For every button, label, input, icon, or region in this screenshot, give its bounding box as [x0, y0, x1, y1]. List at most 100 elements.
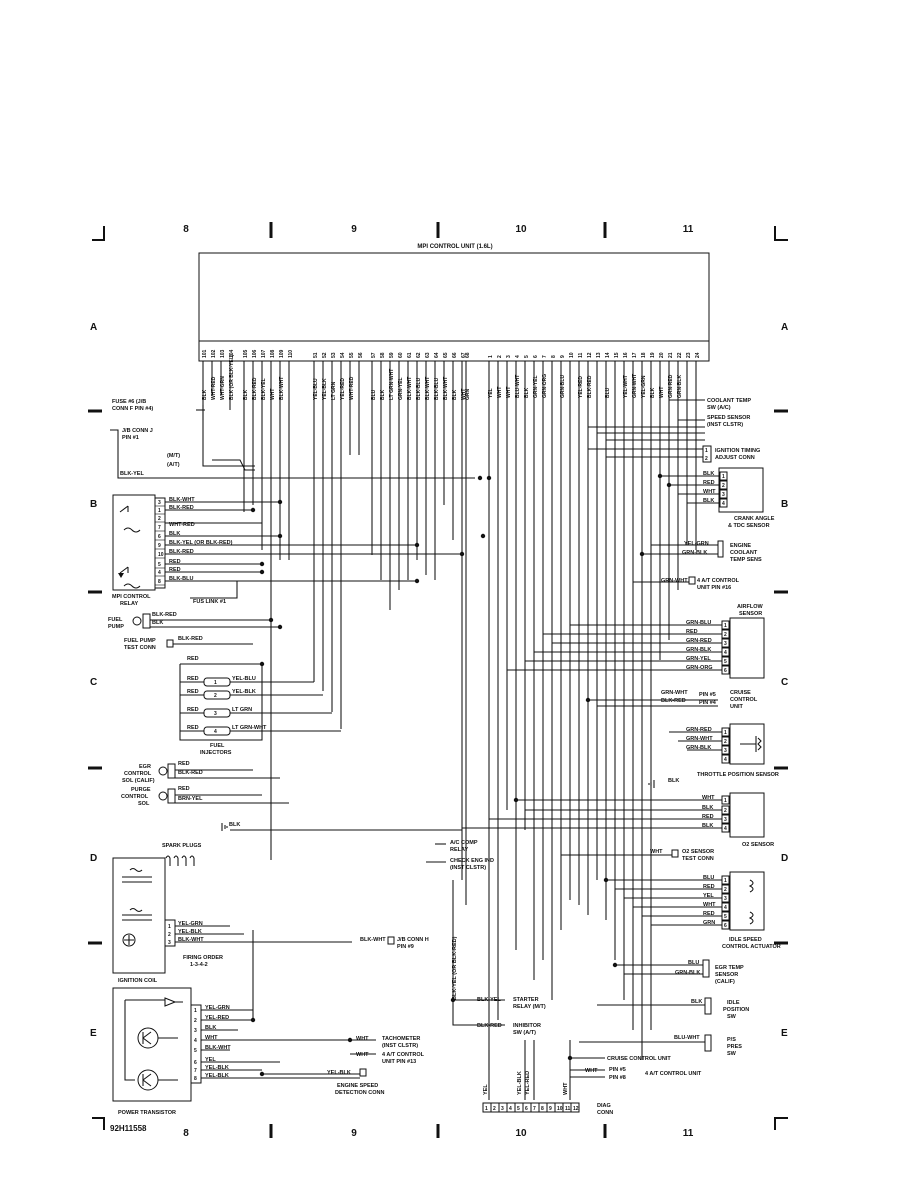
tps-pin-number: 3: [724, 748, 727, 754]
ac-comp-label: A/C COMP: [450, 840, 478, 846]
tps-wire-label: GRN-BLK: [686, 745, 711, 751]
injector-icon: [203, 690, 231, 700]
coolant-sens-label: ENGINE: [730, 543, 751, 549]
ecu-wire-label: BLK-WHT: [443, 377, 449, 400]
wire: [212, 459, 255, 471]
ecu-pin-number: 21: [668, 352, 674, 358]
egr-temp-label: EGR TEMP: [715, 965, 744, 971]
airflow-label: SENSOR: [739, 611, 762, 617]
ecu-pin-number: 101: [202, 349, 208, 358]
mt-label: (M/T): [167, 453, 180, 459]
ecu-pin-number: 23: [686, 352, 692, 358]
splice-dot: [259, 561, 265, 567]
fuel-pump-test-conn: [166, 639, 174, 648]
airflow-pin-cell: [721, 638, 730, 648]
ecu-pin-number: 2: [497, 355, 503, 358]
speed-sensor-label: (INST CLSTR): [707, 422, 743, 428]
fus-link-label: FUS LINK #1: [193, 599, 226, 605]
relay-pin-number: 3: [158, 500, 161, 506]
fuel-pump-wire: BLK-RED: [152, 612, 177, 618]
injector-signal-label: YEL-BLK: [232, 689, 256, 695]
tps-pin-number: 1: [724, 730, 727, 736]
row-label: D: [90, 853, 97, 864]
airflow-pin-cell: [721, 629, 730, 639]
at-label: (A/T): [167, 462, 180, 468]
sensor-icon: [740, 736, 762, 752]
coolant-temp-sw-label: SW (A/C): [707, 405, 731, 411]
diag-pin-number: 2: [493, 1106, 496, 1112]
pt-pin-number: 1: [194, 1008, 197, 1014]
row-label: C: [90, 677, 97, 688]
idle-pos-wire: BLK: [691, 999, 702, 1005]
idle-pos-label: SW: [727, 1014, 737, 1020]
ecu-pin-number: 62: [416, 352, 422, 358]
ps-wire: BLU-WHT: [674, 1035, 700, 1041]
idle-pos-switch: [704, 997, 712, 1015]
ecu-pin-number: 60: [398, 352, 404, 358]
row-label: A: [781, 322, 788, 333]
ac-comp-label: RELAY: [450, 847, 468, 853]
ecu-pin-number: 11: [578, 352, 584, 358]
ecu-pin-number: 65: [443, 352, 449, 358]
coil-pin-number: 3: [168, 940, 171, 946]
tps-wire-label: GRN-RED: [686, 727, 712, 733]
o2-pin-number: 2: [724, 808, 727, 814]
row-label: D: [781, 853, 788, 864]
o2-pin-number: 1: [724, 798, 727, 804]
relay-pin-number: 7: [158, 525, 161, 531]
pt-wire-label: WHT: [205, 1035, 218, 1041]
diag-pin-number: 6: [525, 1106, 528, 1112]
col-label: 8: [183, 224, 189, 235]
injector-signal-label: LT GRN: [232, 707, 252, 713]
airflow-wire-label: GRN-BLU: [686, 620, 711, 626]
at-pin16-wire: GRN-WHT: [661, 578, 688, 584]
diag-pin-number: 12: [573, 1106, 579, 1112]
crank-wire-label: WHT: [703, 489, 716, 495]
fuse-6-label: CONN F PIN #4): [112, 406, 153, 412]
ignition-coil-label: IGNITION COIL: [118, 978, 158, 984]
diag-pin-number: 9: [549, 1106, 552, 1112]
crank-pin-number: 3: [722, 492, 725, 498]
ecu-pin-number: 22: [677, 352, 683, 358]
relay-pin-number: 1: [158, 508, 161, 514]
ecu-pin-number: 56: [358, 352, 364, 358]
ecu-wire-label: BLK-WHT: [425, 377, 431, 400]
injector-feed-label: RED: [187, 725, 199, 731]
isc-wire-label: GRN: [703, 920, 715, 926]
splice-dot: [666, 482, 672, 488]
pt-pin-number: 4: [194, 1038, 197, 1044]
ecu-wire-label: GRN-RED: [668, 374, 674, 398]
ecu-wire-label: YEL-WHT: [623, 375, 629, 398]
ecu-wire-label: YEL-BLK: [322, 378, 328, 400]
ecu-pin-number: 106: [252, 349, 258, 358]
col-label: 11: [683, 1128, 694, 1139]
col-label: 10: [515, 224, 527, 235]
ecu-pin-number: 63: [425, 352, 431, 358]
ecu-wire-label: LT GRN-WHT: [389, 369, 395, 400]
splice-dot: [612, 962, 618, 968]
relay-wire-label: BLK-YEL (OR BLK-RED): [169, 540, 233, 546]
tps-pin-number: 2: [724, 739, 727, 745]
diag-pin-number: 10: [557, 1106, 563, 1112]
egr-sol-label: EGR: [139, 764, 151, 770]
pt-wire-label: YEL: [205, 1057, 216, 1063]
ecu-wire-label: WHT: [270, 389, 276, 400]
ecu-pin-number: 17: [632, 352, 638, 358]
row-label: E: [781, 1028, 788, 1039]
ecu-pin-number: 103: [220, 349, 226, 358]
splice-dot: [480, 533, 486, 539]
ecu-box: [198, 252, 710, 342]
coil-icon: [748, 879, 754, 925]
relay-pin-number: 6: [158, 534, 161, 540]
ecu-wire-label: GRN: [465, 389, 471, 401]
isc-pin-cell: [721, 911, 730, 921]
ecu-pin-number: 13: [596, 352, 602, 358]
transistor-icon: [124, 997, 183, 1091]
o2-test-conn: [671, 849, 679, 858]
injector-number: 3: [214, 711, 217, 717]
diag-pin-number: 11: [565, 1106, 571, 1112]
ecu-pin-number: 10: [569, 352, 575, 358]
egr-sol-label: SOL (CALIF): [122, 778, 155, 784]
diag-wire: YEL-RED: [525, 1071, 531, 1095]
